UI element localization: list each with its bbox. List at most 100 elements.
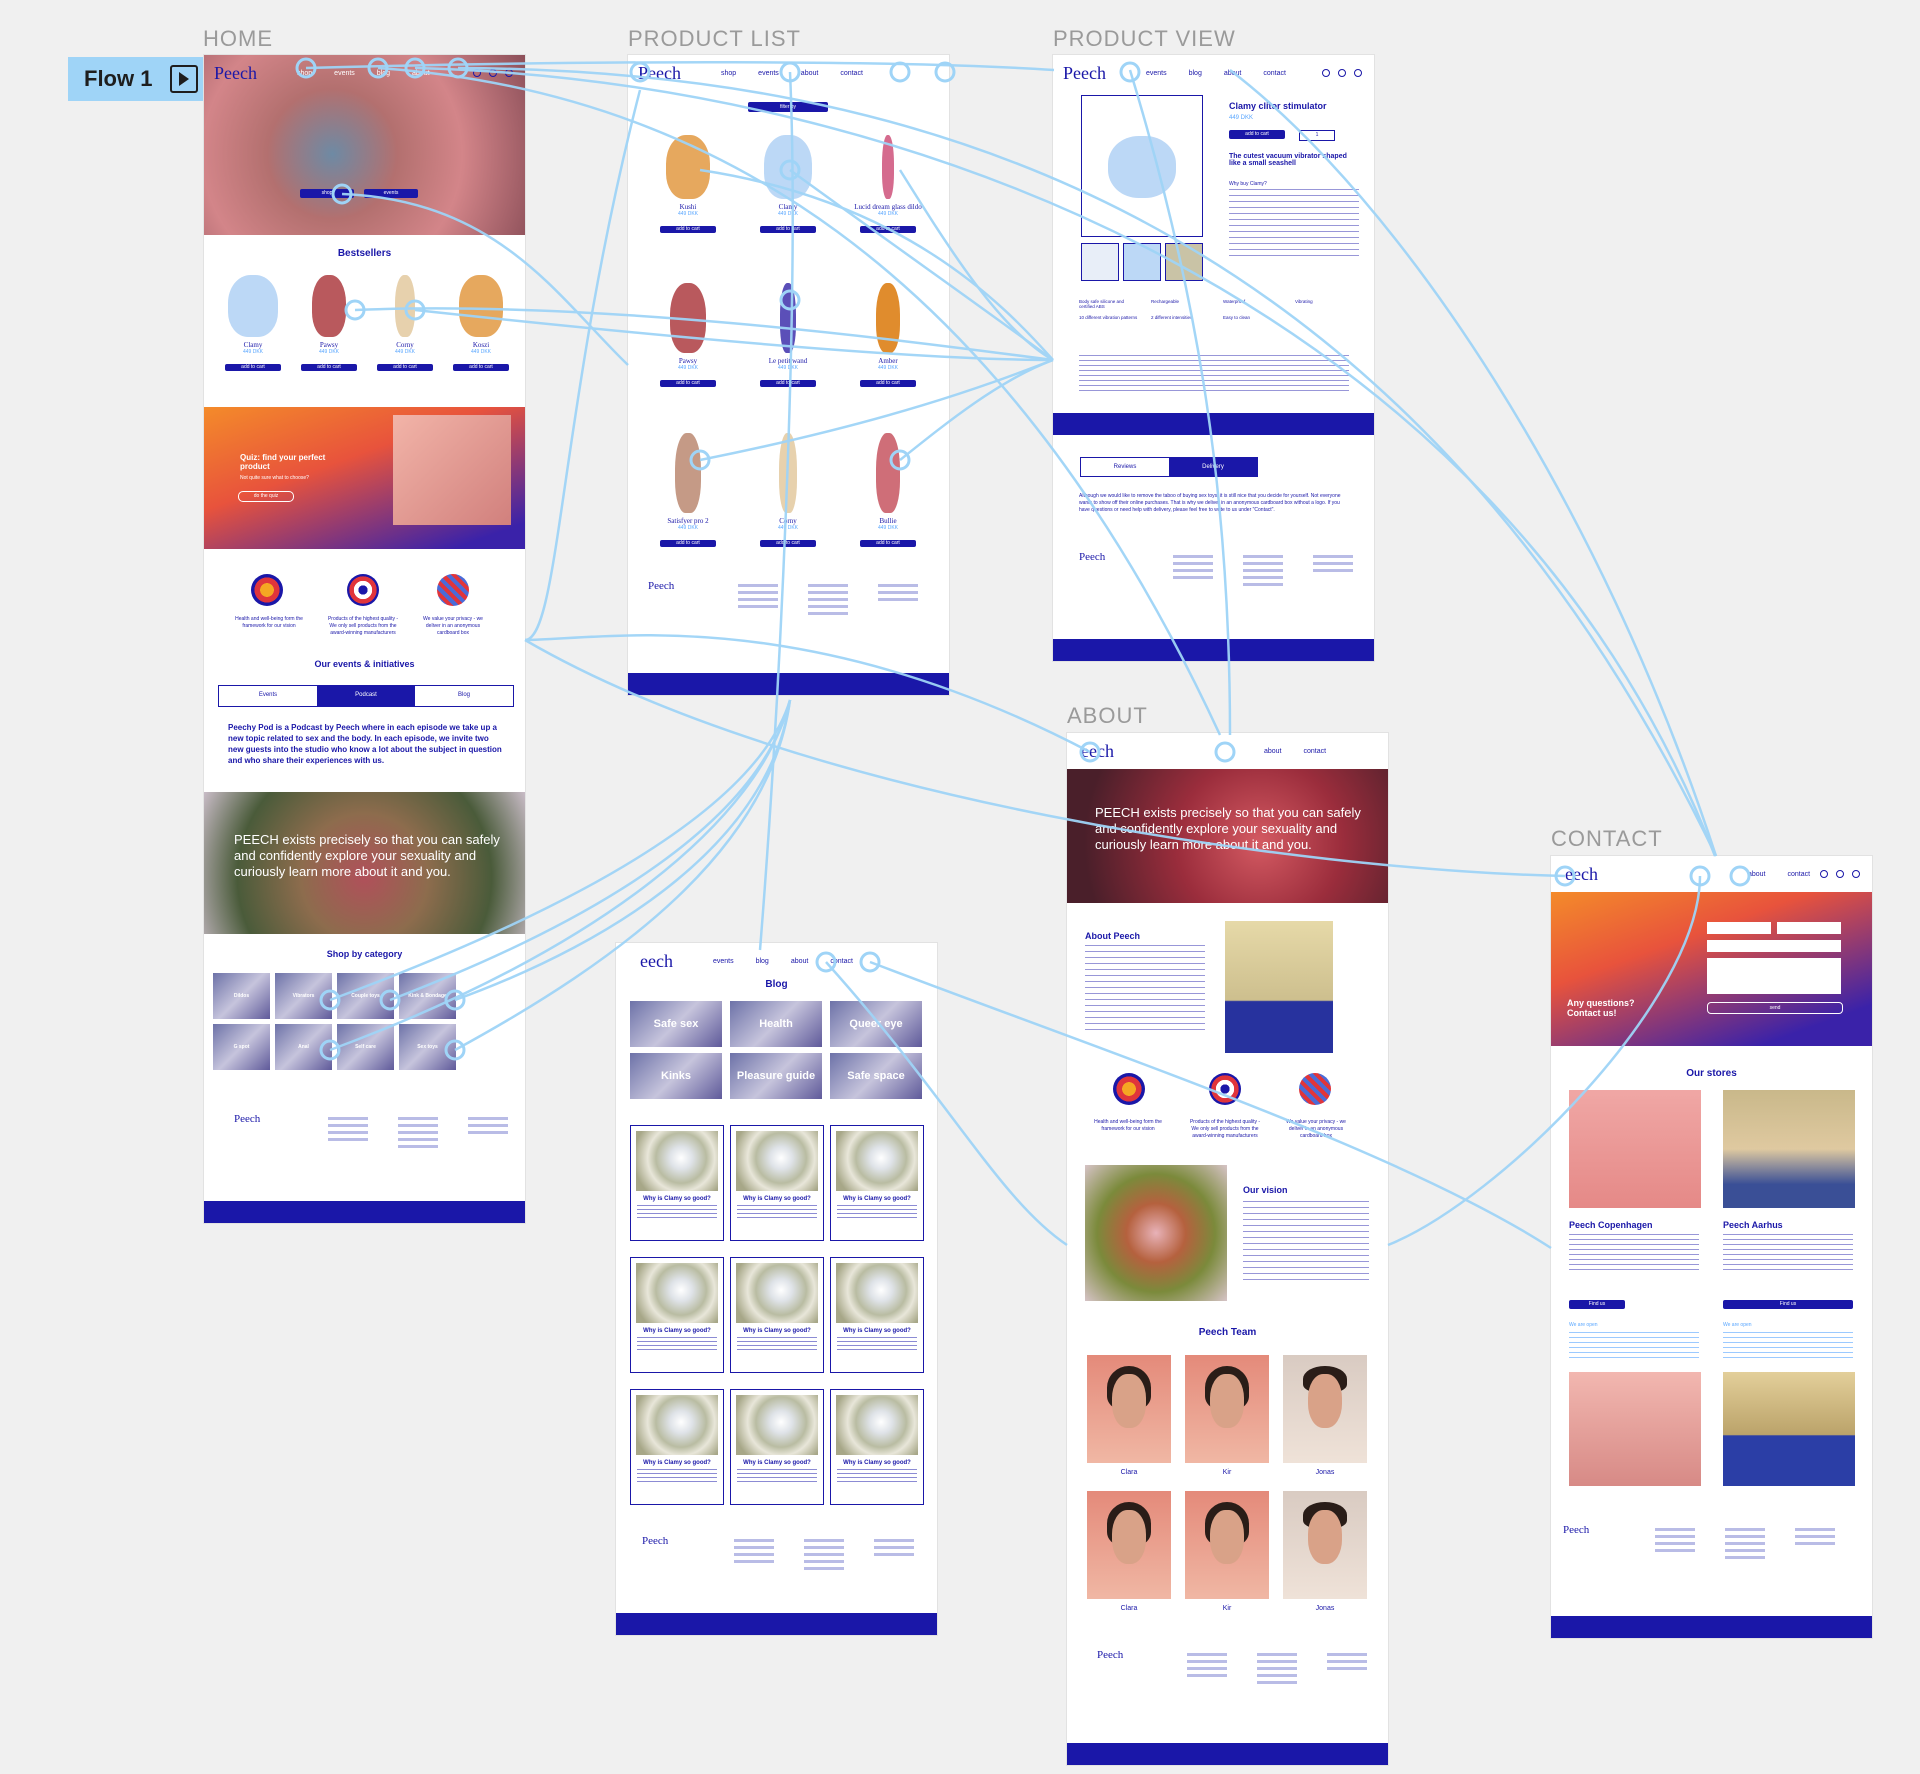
hero-shop-button[interactable]: shop [300,189,354,198]
category-tile[interactable]: G spot [213,1024,270,1070]
quantity-stepper[interactable]: 1 [1299,130,1335,141]
frame-label-product-view: PRODUCT VIEW [1053,26,1236,51]
filter-button[interactable]: filter by [748,102,828,112]
nav-contact[interactable]: contact [840,69,863,77]
add-to-cart-button[interactable]: add to cart [860,540,916,547]
footer-logo: Peech [1563,1524,1590,1536]
message-field[interactable] [1707,958,1841,994]
add-to-cart-button[interactable]: add to cart [453,364,509,371]
category-tile[interactable]: Dildos [213,973,270,1019]
nav-about[interactable]: about [790,957,809,965]
footer-bar [1067,1743,1388,1765]
add-to-cart-button[interactable]: add to cart [760,226,816,233]
blog-card[interactable]: Why is Clamy so good? [730,1389,824,1505]
nav-about[interactable]: about [1263,747,1282,755]
name-field[interactable] [1707,922,1771,934]
cart-icon[interactable] [1354,69,1362,77]
team-name: Clara [1120,1605,1138,1612]
add-to-cart-button[interactable]: add to cart [660,380,716,387]
team-name: Kir [1222,1469,1232,1476]
logo[interactable]: Peech [1063,62,1106,83]
nav-events[interactable]: events [712,957,734,965]
blog-category-tile[interactable]: Safe sex [630,1001,722,1047]
nav-contact[interactable]: contact [1303,747,1327,755]
nav-about[interactable]: about [1747,870,1766,878]
flow-1-badge[interactable]: Flow 1 [68,57,204,101]
blog-card[interactable]: Why is Clamy so good? [830,1125,924,1241]
hero-events-button[interactable]: events [364,189,418,198]
blog-frame: eech events blog about contact Blog Safe… [616,943,937,1635]
blog-category-tile[interactable]: Kinks [630,1053,722,1099]
add-to-cart-button[interactable]: add to cart [225,364,281,371]
delivery-text: Although we would like to remove the tab… [1079,493,1341,513]
tab-podcast[interactable]: Podcast [317,686,415,706]
blog-category-tile[interactable]: Pleasure guide [730,1053,822,1099]
nav-events[interactable]: events [334,69,355,77]
nav-contact[interactable]: contact [1263,69,1286,77]
blog-card[interactable]: Why is Clamy so good? [730,1125,824,1241]
cart-icon[interactable] [1852,870,1860,878]
subject-field[interactable] [1707,940,1841,952]
blog-card[interactable]: Why is Clamy so good? [630,1389,724,1505]
add-to-cart-button[interactable]: add to cart [760,380,816,387]
search-icon[interactable] [1820,870,1828,878]
blog-card[interactable]: Why is Clamy so good? [630,1257,724,1373]
send-button[interactable]: send [1707,1002,1843,1014]
tab-events[interactable]: Events [258,692,278,698]
find-us-button[interactable]: Find us [1569,1300,1625,1309]
nav-blog[interactable]: blog [755,957,769,965]
category-tile[interactable]: Couple toys [337,973,394,1019]
tab-blog[interactable]: Blog [457,692,470,698]
add-to-cart-button[interactable]: add to cart [377,364,433,371]
blog-card[interactable]: Why is Clamy so good? [830,1257,924,1373]
blog-card[interactable]: Why is Clamy so good? [730,1257,824,1373]
blog-card[interactable]: Why is Clamy so good? [830,1389,924,1505]
nav-about[interactable]: about [800,69,819,77]
add-to-cart-button[interactable]: add to cart [1229,130,1285,139]
search-icon[interactable] [1322,69,1330,77]
blog-card[interactable]: Why is Clamy so good? [630,1125,724,1241]
tab-reviews[interactable]: Reviews [1113,464,1137,470]
nav-contact[interactable]: contact [1787,870,1811,878]
nav-contact[interactable]: contact [830,957,853,965]
account-icon[interactable] [1338,69,1346,77]
vision-text [1243,1201,1369,1281]
nav-blog[interactable]: blog [1188,69,1202,77]
blog-category-tile[interactable]: Queer eye [830,1001,922,1047]
nav-blog[interactable]: blog [376,69,391,77]
add-to-cart-button[interactable]: add to cart [760,540,816,547]
value-text: We value your privacy - we deliver in an… [1286,1119,1346,1139]
logo[interactable]: Peech [214,62,257,83]
footer-bar [204,1201,525,1223]
find-us-button[interactable]: Find us [1723,1300,1853,1309]
nav-shop[interactable]: shop [720,69,737,77]
email-field[interactable] [1777,922,1841,934]
thumbnail[interactable] [1123,243,1161,281]
account-icon[interactable] [1836,870,1844,878]
nav-shop[interactable]: shop [296,69,313,77]
add-to-cart-button[interactable]: add to cart [301,364,357,371]
nav-events[interactable]: events [758,69,779,77]
footer-bar [1551,1616,1872,1638]
play-icon[interactable] [170,65,199,93]
nav-events[interactable]: events [1145,69,1167,77]
blog-category-tile[interactable]: Safe space [830,1053,922,1099]
quiz-button[interactable]: do the quiz [238,491,294,502]
add-to-cart-button[interactable]: add to cart [660,226,716,233]
thumbnail[interactable] [1081,243,1119,281]
add-to-cart-button[interactable]: add to cart [660,540,716,547]
logo[interactable]: eech [640,950,673,971]
category-tile[interactable]: Self care [337,1024,394,1070]
tab-delivery[interactable]: Delivery [1169,458,1257,476]
blog-category-tile[interactable]: Health [730,1001,822,1047]
value-text: Health and well-being form the framework… [1094,1119,1162,1132]
add-to-cart-button[interactable]: add to cart [860,380,916,387]
